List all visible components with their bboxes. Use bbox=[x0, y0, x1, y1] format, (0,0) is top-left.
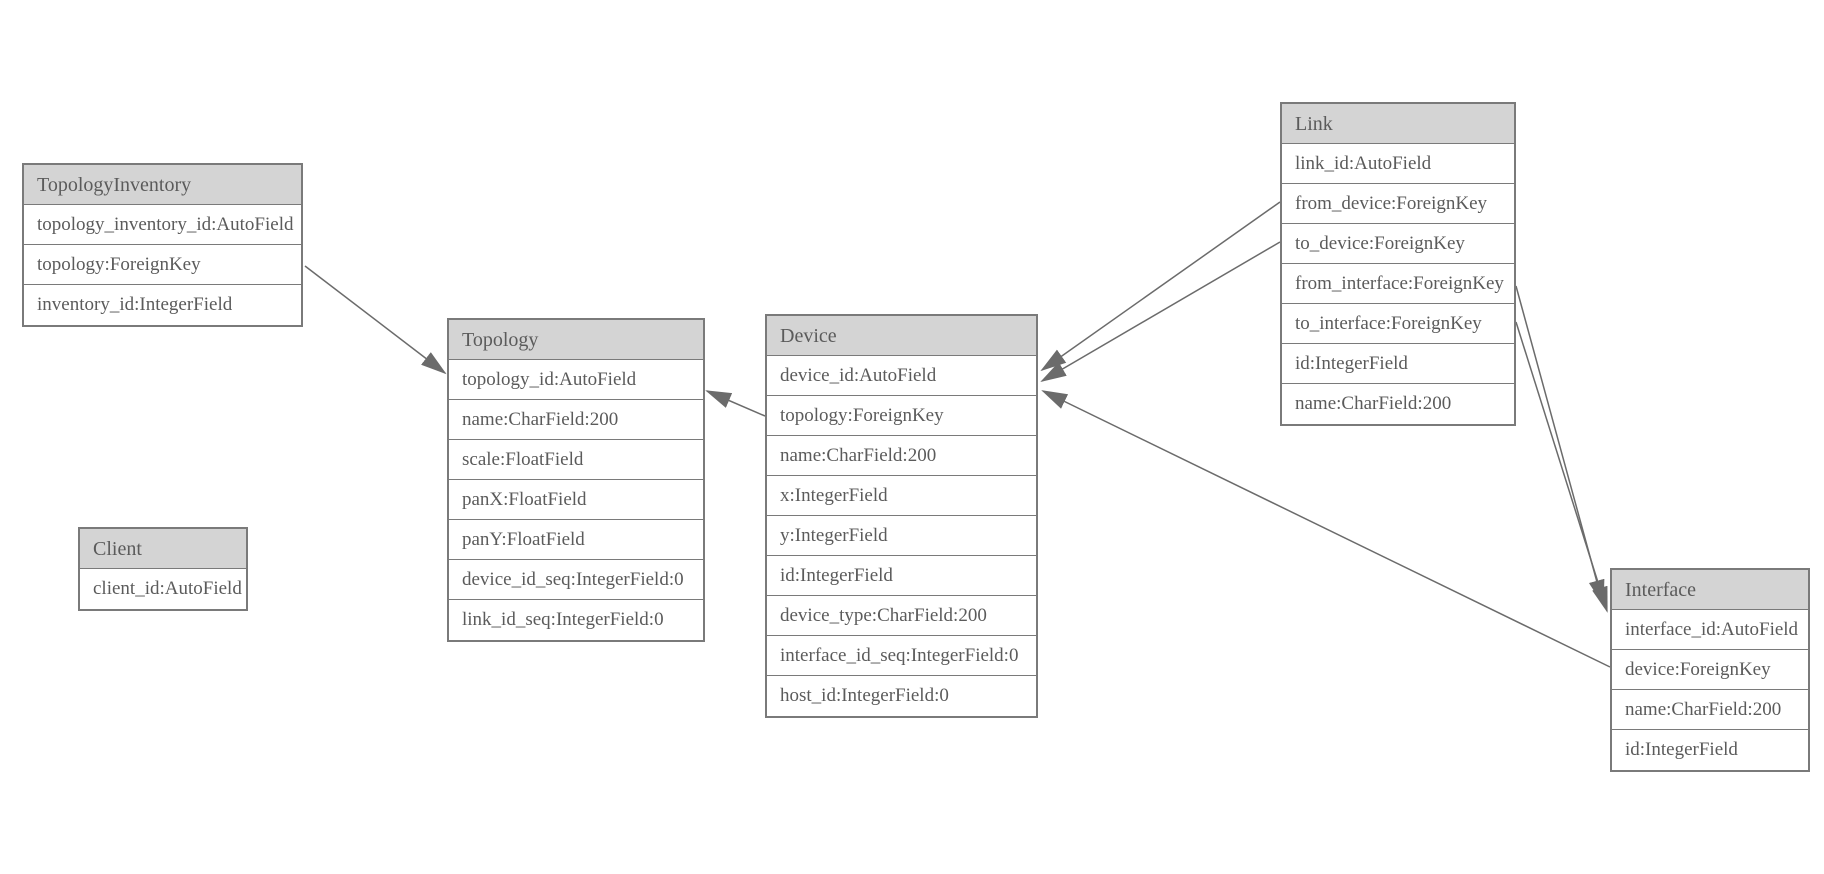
entity-title: Topology bbox=[449, 320, 703, 360]
field-row: name:CharField:200 bbox=[767, 436, 1036, 476]
field-row: panX:FloatField bbox=[449, 480, 703, 520]
field-row: inventory_id:IntegerField bbox=[24, 285, 301, 325]
field-row: topology_id:AutoField bbox=[449, 360, 703, 400]
entity-title: TopologyInventory bbox=[24, 165, 301, 205]
relation-line-interface-device bbox=[1041, 390, 1611, 668]
field-row: topology:ForeignKey bbox=[24, 245, 301, 285]
field-row: interface_id:AutoField bbox=[1612, 610, 1808, 650]
entity-title: Interface bbox=[1612, 570, 1808, 610]
field-row: device_id_seq:IntegerField:0 bbox=[449, 560, 703, 600]
relation-line-link-from-device bbox=[1040, 201, 1281, 372]
entity-title: Client bbox=[80, 529, 246, 569]
field-row: x:IntegerField bbox=[767, 476, 1036, 516]
field-row: host_id:IntegerField:0 bbox=[767, 676, 1036, 716]
relation-line-link-to-device bbox=[1040, 241, 1281, 383]
field-row: scale:FloatField bbox=[449, 440, 703, 480]
field-row: from_interface:ForeignKey bbox=[1282, 264, 1514, 304]
field-row: name:CharField:200 bbox=[449, 400, 703, 440]
relation-line-device-topology bbox=[705, 390, 766, 417]
field-row: interface_id_seq:IntegerField:0 bbox=[767, 636, 1036, 676]
entity-title: Link bbox=[1282, 104, 1514, 144]
field-row: from_device:ForeignKey bbox=[1282, 184, 1514, 224]
field-row: device:ForeignKey bbox=[1612, 650, 1808, 690]
field-row: y:IntegerField bbox=[767, 516, 1036, 556]
field-row: to_interface:ForeignKey bbox=[1282, 304, 1514, 344]
field-row: topology:ForeignKey bbox=[767, 396, 1036, 436]
relation-line-topologyinventory-topology bbox=[304, 265, 447, 375]
field-row: panY:FloatField bbox=[449, 520, 703, 560]
relation-line-link-to-interface bbox=[1515, 321, 1608, 613]
field-row: id:IntegerField bbox=[767, 556, 1036, 596]
field-row: to_device:ForeignKey bbox=[1282, 224, 1514, 264]
field-row: client_id:AutoField bbox=[80, 569, 246, 609]
field-row: topology_inventory_id:AutoField bbox=[24, 205, 301, 245]
field-row: device_id:AutoField bbox=[767, 356, 1036, 396]
field-row: link_id_seq:IntegerField:0 bbox=[449, 600, 703, 640]
field-row: link_id:AutoField bbox=[1282, 144, 1514, 184]
field-row: id:IntegerField bbox=[1612, 730, 1808, 770]
relation-line-link-from-interface bbox=[1515, 285, 1605, 606]
field-row: device_type:CharField:200 bbox=[767, 596, 1036, 636]
entity-title: Device bbox=[767, 316, 1036, 356]
field-row: id:IntegerField bbox=[1282, 344, 1514, 384]
field-row: name:CharField:200 bbox=[1282, 384, 1514, 424]
field-row: name:CharField:200 bbox=[1612, 690, 1808, 730]
